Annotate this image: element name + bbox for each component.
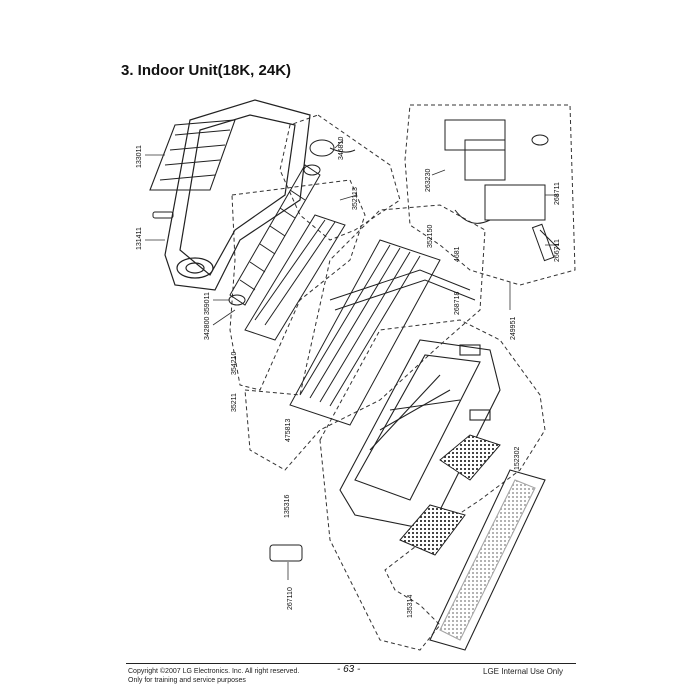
- group-outline-electrical: [404, 104, 576, 286]
- part-label: 359011: [204, 292, 211, 315]
- copyright-text: Copyright ©2007 LG Electronics. Inc. All…: [128, 667, 299, 685]
- display-part: [269, 544, 303, 562]
- part-label: 342800: [204, 317, 211, 340]
- part-label: 475813: [285, 419, 292, 442]
- air-filter-lower: [399, 504, 466, 556]
- copyright-line-2: Only for training and service purposes: [128, 677, 246, 684]
- copyright-line-1: Copyright ©2007 LG Electronics. Inc. All…: [128, 668, 300, 675]
- part-label: 249951: [510, 317, 517, 340]
- part-label: 35211: [231, 393, 238, 412]
- part-label: 352113: [352, 187, 359, 210]
- terminal-block: [444, 119, 506, 151]
- part-label: 135316: [284, 495, 291, 518]
- part-label: 131411: [136, 227, 143, 250]
- part-label: 4681: [454, 246, 461, 262]
- pin-part: [152, 211, 174, 219]
- footer-divider: [126, 663, 576, 664]
- part-label: 263230: [425, 169, 432, 192]
- part-label: 346810: [338, 137, 345, 160]
- part-label: 268718: [454, 292, 461, 315]
- part-label: 354210: [231, 352, 238, 375]
- blower-fan: [229, 164, 321, 306]
- part-label: 135314: [407, 595, 414, 618]
- chassis: [164, 99, 311, 291]
- group-outline-pipes: [244, 204, 486, 471]
- front-frame: [339, 339, 501, 531]
- part-labels: 133011 131411 359011 342800 346810 35211…: [136, 137, 561, 618]
- part-label: 267110: [287, 587, 294, 610]
- front-panel: [429, 469, 546, 651]
- group-outline-evaporator: [229, 179, 366, 391]
- pcb-box: [484, 184, 546, 221]
- part-label: 268711: [554, 182, 561, 205]
- page-title: 3. Indoor Unit(18K, 24K): [121, 62, 292, 79]
- control-plate: [149, 119, 236, 191]
- internal-use-note: LGE Internal Use Only: [483, 667, 564, 676]
- part-label: 352150: [427, 225, 434, 248]
- part-label: 266711: [554, 239, 561, 262]
- fan-motor: [309, 139, 335, 157]
- part-label: 133011: [136, 145, 143, 168]
- air-filter-upper: [439, 434, 501, 481]
- part-label: 152302: [514, 447, 521, 470]
- heat-exchanger: [289, 239, 441, 426]
- group-outline-front: [319, 319, 546, 651]
- group-outline-motor: [279, 114, 401, 241]
- page-number: - 63 -: [337, 664, 361, 675]
- evaporator: [244, 214, 346, 341]
